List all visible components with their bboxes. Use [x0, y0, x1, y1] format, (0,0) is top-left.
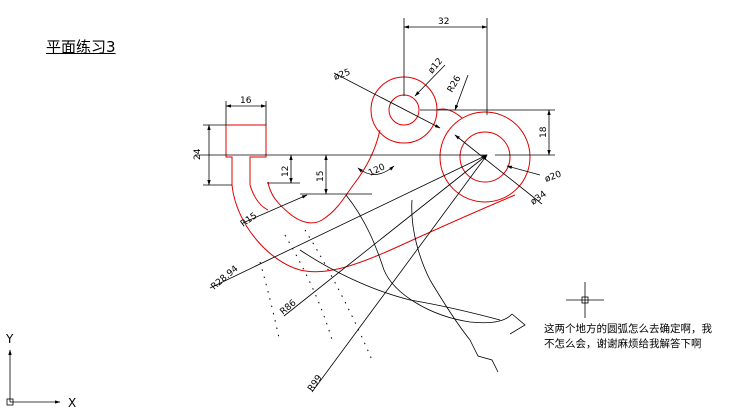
question-line-2: 不怎么会，谢谢麻烦给我解答下啊 [544, 338, 702, 350]
drawing-title: 平面练习3 [46, 38, 116, 56]
dim-15: 15 [316, 171, 326, 182]
question-line-1: 这两个地方的圆弧怎么去确定啊，我 [544, 323, 712, 335]
angle-120: 120 [367, 162, 387, 178]
dim-18: 18 [539, 126, 549, 138]
circle-phi34 [439, 111, 531, 203]
dim-r86: R86 [279, 298, 299, 317]
dim-16: 16 [240, 96, 252, 106]
dim-r99: R99 [306, 373, 325, 393]
dimension-labels: 32 16 24 12 15 18 120 ø25 ø12 R26 ø20 ø3… [193, 17, 563, 394]
dim-24: 24 [193, 148, 203, 160]
question-note: 这两个地方的圆弧怎么去确定啊，我 不怎么会，谢谢麻烦给我解答下啊 [544, 322, 749, 352]
hook-inner-arc [249, 184, 269, 211]
axis-x-label: X [68, 396, 76, 410]
ucs-icon: X Y [5, 332, 76, 410]
dimension-lines [6, 18, 604, 406]
dim-r28: R28.94 [210, 264, 241, 292]
dim-32: 32 [438, 17, 449, 27]
dim-r15: R15 [239, 211, 259, 229]
dim-r26: R26 [446, 74, 464, 95]
dim-12: 12 [281, 166, 291, 177]
dim-phi20: ø20 [544, 170, 564, 185]
circle-phi20 [459, 131, 511, 183]
axis-y-label: Y [5, 332, 14, 346]
dim-phi12: ø12 [427, 57, 446, 76]
hook-top [226, 124, 267, 185]
hook-outer-arc [231, 184, 516, 273]
dotted-arcs [259, 229, 373, 361]
circle-phi12 [388, 94, 420, 126]
hook-left [225, 125, 233, 185]
dim-phi34: ø34 [529, 189, 549, 207]
